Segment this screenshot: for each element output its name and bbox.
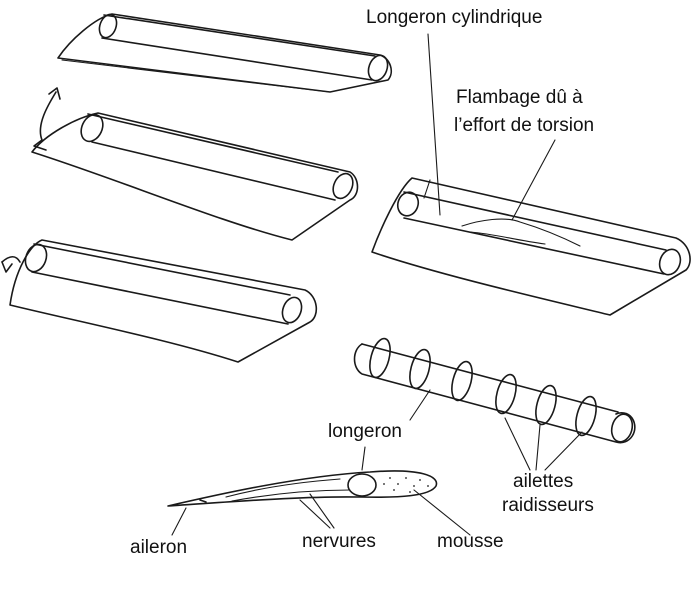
ailettes-rings <box>369 337 597 437</box>
airfoil-section <box>167 470 438 507</box>
leader-longeron-cylindrique <box>427 33 441 216</box>
label-nervures: nervures <box>302 531 376 552</box>
rotation-arrow-icon <box>33 87 61 151</box>
label-mousse: mousse <box>437 531 504 552</box>
leaders-airfoil <box>171 446 471 536</box>
wing-straight-top <box>57 13 392 93</box>
wing-twisted-bottom <box>1 239 318 363</box>
label-aileron: aileron <box>130 537 188 558</box>
leaders-ailettes <box>409 389 583 471</box>
label-ailettes: ailettes <box>513 471 574 492</box>
label-flambage-line1: Flambage dû à <box>456 87 583 108</box>
label-raidisseurs: raidisseurs <box>502 495 594 516</box>
label-longeron-cylindrique: Longeron cylindrique <box>366 7 543 28</box>
wing-twisted-middle <box>31 112 359 241</box>
label-flambage-line2: l’effort de torsion <box>454 115 595 136</box>
foam-dots <box>383 477 429 493</box>
label-longeron: longeron <box>328 421 402 442</box>
wing-buckled <box>371 177 691 316</box>
spar-with-ailettes <box>353 337 636 444</box>
leader-flambage <box>511 139 556 221</box>
